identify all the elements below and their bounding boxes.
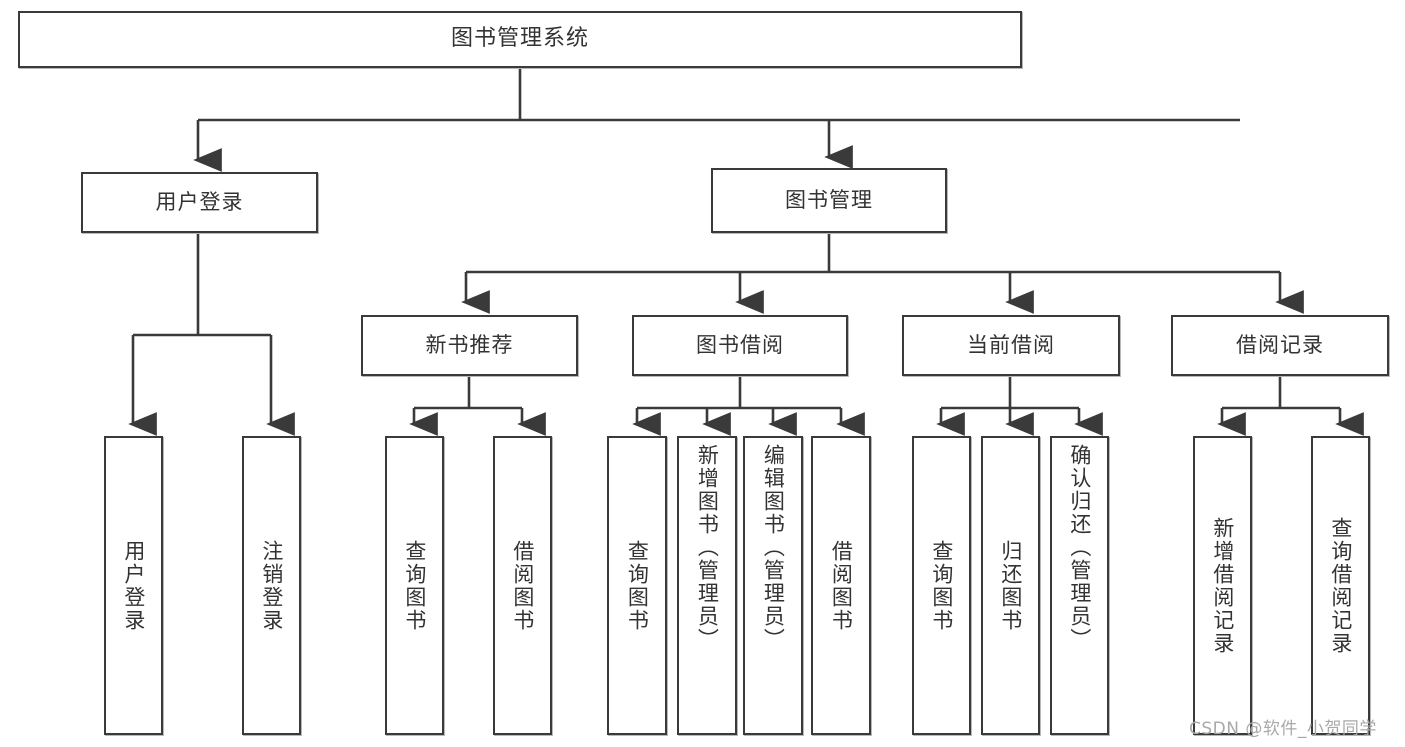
node-label: 注销登录 bbox=[259, 539, 284, 632]
leaf-node-query-book-1[interactable]: 查询图书 bbox=[385, 436, 444, 735]
leaf-node-borrow-book-1[interactable]: 借阅图书 bbox=[493, 436, 552, 735]
node-label: 借阅图书 bbox=[829, 539, 854, 632]
node-borrow-record[interactable]: 借阅记录 bbox=[1171, 315, 1389, 376]
node-book-management[interactable]: 图书管理 bbox=[711, 168, 947, 233]
leaf-node-query-borrow-record[interactable]: 查询借阅记录 bbox=[1311, 436, 1370, 735]
node-label: 用户登录 bbox=[121, 539, 146, 632]
node-label: 查询图书 bbox=[402, 539, 427, 632]
node-label: 用户登录 bbox=[155, 189, 244, 214]
node-new-book-recommend[interactable]: 新书推荐 bbox=[361, 315, 578, 376]
node-user-login[interactable]: 用户登录 bbox=[81, 172, 318, 233]
node-label: 借阅记录 bbox=[1236, 332, 1324, 357]
node-label: 归还图书 bbox=[998, 539, 1023, 632]
leaf-node-query-book-3[interactable]: 查询图书 bbox=[912, 436, 971, 735]
node-book-borrow[interactable]: 图书借阅 bbox=[632, 315, 848, 376]
node-label: 查询图书 bbox=[625, 539, 650, 632]
node-label: 借阅图书 bbox=[510, 539, 535, 632]
csdn-watermark: CSDN @软件_小贺同学 bbox=[1189, 719, 1377, 739]
node-label: 图书管理系统 bbox=[450, 26, 589, 52]
node-label: 图书管理 bbox=[785, 187, 873, 212]
node-label: 查询借阅记录 bbox=[1328, 516, 1353, 655]
node-label: 查询图书 bbox=[929, 539, 954, 632]
leaf-node-confirm-return[interactable]: 确认归还（管理员） bbox=[1050, 436, 1109, 735]
node-label: 新增图书（管理员） bbox=[695, 444, 720, 651]
node-label: 当前借阅 bbox=[967, 332, 1055, 357]
node-label: 图书借阅 bbox=[696, 332, 784, 357]
leaf-node-add-borrow-record[interactable]: 新增借阅记录 bbox=[1193, 436, 1252, 735]
node-root-book-management-system[interactable]: 图书管理系统 bbox=[18, 11, 1022, 68]
leaf-node-borrow-book-2[interactable]: 借阅图书 bbox=[811, 436, 871, 735]
node-label: 编辑图书（管理员） bbox=[761, 444, 786, 651]
leaf-node-query-book-2[interactable]: 查询图书 bbox=[607, 436, 667, 735]
leaf-node-edit-book[interactable]: 编辑图书（管理员） bbox=[743, 436, 803, 735]
node-current-borrow[interactable]: 当前借阅 bbox=[902, 315, 1120, 376]
node-label: 确认归还（管理员） bbox=[1067, 444, 1092, 651]
leaf-node-add-book[interactable]: 新增图书（管理员） bbox=[677, 436, 737, 735]
leaf-node-logout-login[interactable]: 注销登录 bbox=[242, 436, 301, 735]
node-label: 新书推荐 bbox=[425, 332, 514, 357]
leaf-node-return-book[interactable]: 归还图书 bbox=[981, 436, 1040, 735]
node-label: 新增借阅记录 bbox=[1210, 516, 1235, 655]
leaf-node-user-login[interactable]: 用户登录 bbox=[104, 436, 163, 735]
